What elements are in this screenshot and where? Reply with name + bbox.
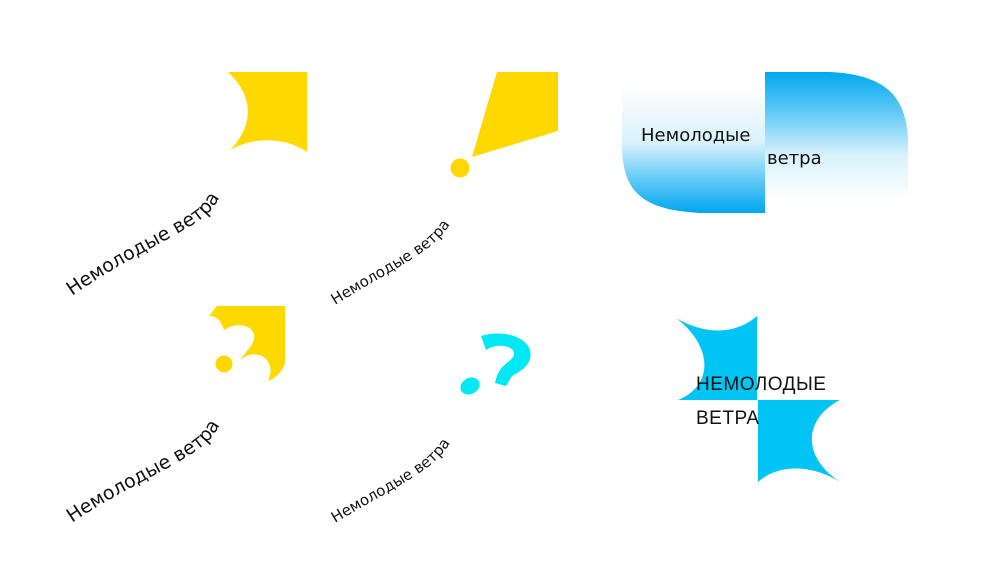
- star-quadrant-top-left-icon: [676, 316, 757, 400]
- yellow-concave-square-icon: [228, 72, 307, 152]
- logo-2-wordmark: Немолодые ветра: [328, 216, 454, 308]
- star-quadrant-bottom-right-icon: [758, 400, 840, 482]
- logo-3-wordmark-line2: ветра: [767, 148, 822, 169]
- logo-2: Немолодые ветра: [328, 72, 558, 308]
- logo-3-wordmark-line1: Немолодые: [641, 125, 750, 146]
- logo-1-wordmark: Немолодые ветра: [62, 188, 224, 300]
- logo-5: Немолодые ветра: [328, 333, 531, 527]
- logo-3: Немолодые ветра: [622, 72, 908, 213]
- yellow-dot-icon: [215, 355, 233, 373]
- yellow-beam-icon: [472, 72, 558, 157]
- cyan-question-mark-icon: [481, 333, 531, 386]
- logo-1: Немолодые ветра: [62, 72, 307, 300]
- logo-4: Немолодые ветра: [63, 306, 285, 527]
- logo-6-wordmark-line1: НЕМОЛОДЫЕ: [696, 374, 826, 395]
- logo-6-wordmark-line2: ВЕТРА: [696, 408, 760, 429]
- gradient-right-panel: [765, 72, 908, 200]
- logo-5-wordmark: Немолодые ветра: [328, 435, 454, 527]
- cyan-dot-icon: [460, 377, 480, 395]
- yellow-dot-icon: [450, 158, 470, 178]
- yellow-question-shape-icon: [209, 306, 285, 381]
- gradient-left-panel: [622, 86, 765, 213]
- logo-4-wordmark: Немолодые ветра: [63, 416, 225, 527]
- logo-6: НЕМОЛОДЫЕ ВЕТРА: [676, 316, 840, 482]
